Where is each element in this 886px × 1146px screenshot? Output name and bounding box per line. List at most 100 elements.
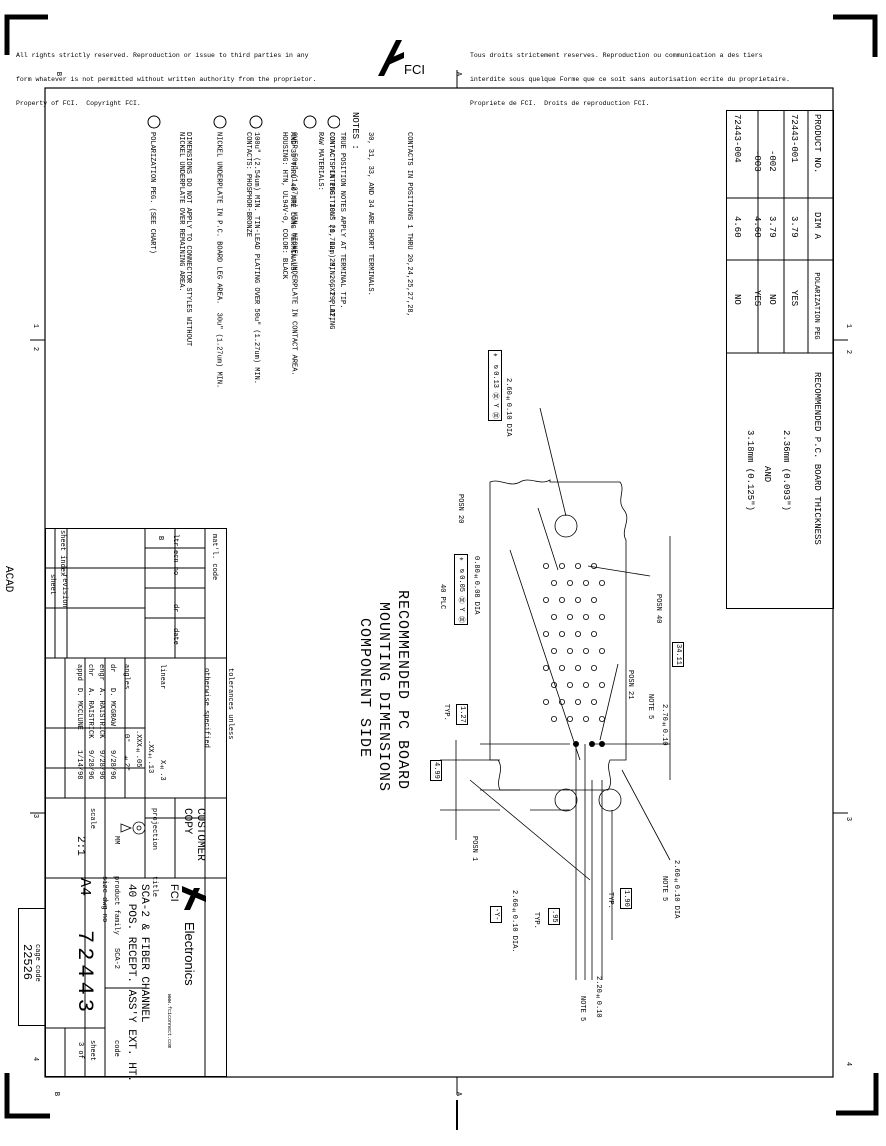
dim-box: 34.11 xyxy=(672,642,684,668)
thickness-line: 3.18mm (0.125") xyxy=(745,430,755,512)
tb-tol-xx: .XX±.13 xyxy=(146,740,154,774)
tb-ecn: ecn no xyxy=(171,550,179,576)
pin-hole xyxy=(574,698,581,705)
zone-label: 4 xyxy=(844,1061,853,1067)
tb-angles: angles xyxy=(122,664,130,690)
pin-hole xyxy=(582,613,589,620)
zone-label: A xyxy=(454,71,463,77)
product-table-grid xyxy=(726,110,834,609)
tb-tol-line: otherwise specified xyxy=(202,668,210,748)
pin-hole xyxy=(598,715,605,722)
legal-line: All rights strictly reserved. Reproducti… xyxy=(16,52,309,59)
pin-hole xyxy=(559,596,566,603)
zone-label: 2 xyxy=(31,346,40,352)
legal-line: interdite sous quelque Forme que ce soit… xyxy=(470,76,790,83)
dim-label: POSN 21 xyxy=(626,670,634,700)
tb-customer-line: COPY xyxy=(181,808,193,835)
header-logo-text: FCI xyxy=(404,62,425,77)
tb-tol-x: X±.3 xyxy=(158,760,166,781)
note-line: TRUE POSITION NOTES APPLY AT TERMINAL TI… xyxy=(338,132,346,309)
table-cell: NO xyxy=(732,294,742,305)
note-line: CONTACTS IN POSITIONS 21, 22, 23, 26, 29… xyxy=(327,132,335,322)
tb-ltr: ltr xyxy=(171,534,179,547)
tb-name: D. MCCLUNE xyxy=(75,688,83,731)
pin-hole xyxy=(559,664,566,671)
tb-angle-vals: 0° ±2° xyxy=(122,734,130,772)
table-cell: YES xyxy=(789,290,799,307)
dim-box: 4.99 xyxy=(430,760,442,781)
dim-label: TYP. xyxy=(532,912,540,929)
tb-date: date xyxy=(171,628,179,645)
tb-tolerances: tolerances unless otherwise specified xyxy=(194,668,250,748)
note-line: AND 35 THRU 40 ARE LONG TERMINALS. xyxy=(288,132,296,275)
tb-name: D. MCGRAW xyxy=(108,688,116,726)
zone-label: 1 xyxy=(844,323,853,329)
dim-label: NOTE 5 xyxy=(646,694,654,720)
tb-revision: revision xyxy=(60,574,68,608)
dim-label: 2.60±0.10 DIA xyxy=(672,860,680,919)
tb-scale: 2:1 xyxy=(74,836,86,856)
view-title-line: COMPONENT SIDE xyxy=(356,618,373,759)
fci-logo-icon xyxy=(378,40,404,76)
note-line: NICKEL UNDERPLATE OVER REMAINING AREA. xyxy=(177,132,185,292)
legal-line: Propriete de FCI. Droits de reproduction… xyxy=(470,100,650,107)
pin-hole xyxy=(598,647,605,654)
dim-box: .95 xyxy=(548,908,560,925)
pin-hole xyxy=(590,664,597,671)
pin-hole xyxy=(543,562,550,569)
table-cell: 72443-001 xyxy=(789,114,799,163)
notes-title: NOTES : xyxy=(350,112,360,150)
zone-label: 3 xyxy=(31,813,40,819)
pin-hole xyxy=(582,715,589,722)
pin-hole xyxy=(574,562,581,569)
tb-tol-line: tolerances unless xyxy=(226,668,234,740)
zone-label: 3 xyxy=(844,816,853,822)
tb-rev: B xyxy=(156,536,164,541)
note-line: CONTACT PLATING: 30u" (0.76um) MIN. GXT … xyxy=(327,132,335,330)
table-cell: 72443-004 xyxy=(732,114,742,163)
pin-hole xyxy=(590,562,597,569)
note-line: HOUSING: HTN, UL94V-0, COLOR: BLACK xyxy=(280,132,288,280)
note-2: CONTACTS IN POSITIONS 1 THRU 20,24,25,27… xyxy=(272,132,441,321)
note-3: RAW MATERIALS: HOUSING: HTN, UL94V-0, CO… xyxy=(230,132,350,279)
table-header-text: POLARIZATION PEG xyxy=(812,272,820,340)
tb-title-label: title xyxy=(150,876,158,898)
dim-label: NOTE 5 xyxy=(660,876,668,902)
pin-hole xyxy=(551,579,558,586)
tb-code-label: code xyxy=(112,1040,120,1057)
table-cell: YES xyxy=(752,290,762,307)
dim-label: TYP. xyxy=(606,892,614,909)
tb-scale-label: scale xyxy=(88,808,96,830)
dim-box: 1.90 xyxy=(620,888,632,909)
pin-hole xyxy=(551,647,558,654)
pin-hole xyxy=(559,630,566,637)
note-4: CONTACT PLATING: 30u" (0.76um) MIN. GXT … xyxy=(162,132,362,388)
table-header: POLARIZATION PEG xyxy=(806,264,828,340)
tb-title-line: SCA-2 & FIBER CHANNEL xyxy=(138,884,150,1023)
tb-tol-xxx: .XXX±.05 xyxy=(134,730,142,768)
pin-hole xyxy=(567,681,574,688)
table-cell: NO xyxy=(767,294,777,305)
pin-hole xyxy=(543,596,550,603)
legal-line: form whatever is not permitted without w… xyxy=(16,76,317,83)
pin-hole xyxy=(582,647,589,654)
pin-hole xyxy=(567,647,574,654)
pin-hole xyxy=(567,715,574,722)
dim-label: 0.80±0.08 DIA xyxy=(472,556,480,615)
pin-hole xyxy=(582,681,589,688)
zone-label: 2 xyxy=(844,349,853,355)
tb-sheet: sheet xyxy=(48,574,56,596)
tb-sheet-val: 3 of xyxy=(76,1042,84,1059)
datum-y-box: -Y- xyxy=(490,906,502,923)
note-line: CONTACTS: PHOSPHOR-BRONZE xyxy=(244,132,252,238)
pin-hole xyxy=(551,715,558,722)
company-url: www.fciconnect.com xyxy=(166,994,172,1049)
dim-label: POSN 40 xyxy=(654,594,662,624)
note-line: POLARIZATION PEG. (SEE CHART) xyxy=(148,132,156,254)
company-name: Electronics xyxy=(182,922,197,986)
note-line: OVER 50u" (1.27um) MIN. NICKEL UNDERPLAT… xyxy=(289,132,298,376)
dim-label: NOTE 5 xyxy=(578,996,586,1022)
legal-text-en: All rights strictly reserved. Reproducti… xyxy=(16,36,316,116)
legal-line: Tous droits strictement reserves. Reprod… xyxy=(470,52,763,59)
tb-role: dr xyxy=(108,664,116,673)
